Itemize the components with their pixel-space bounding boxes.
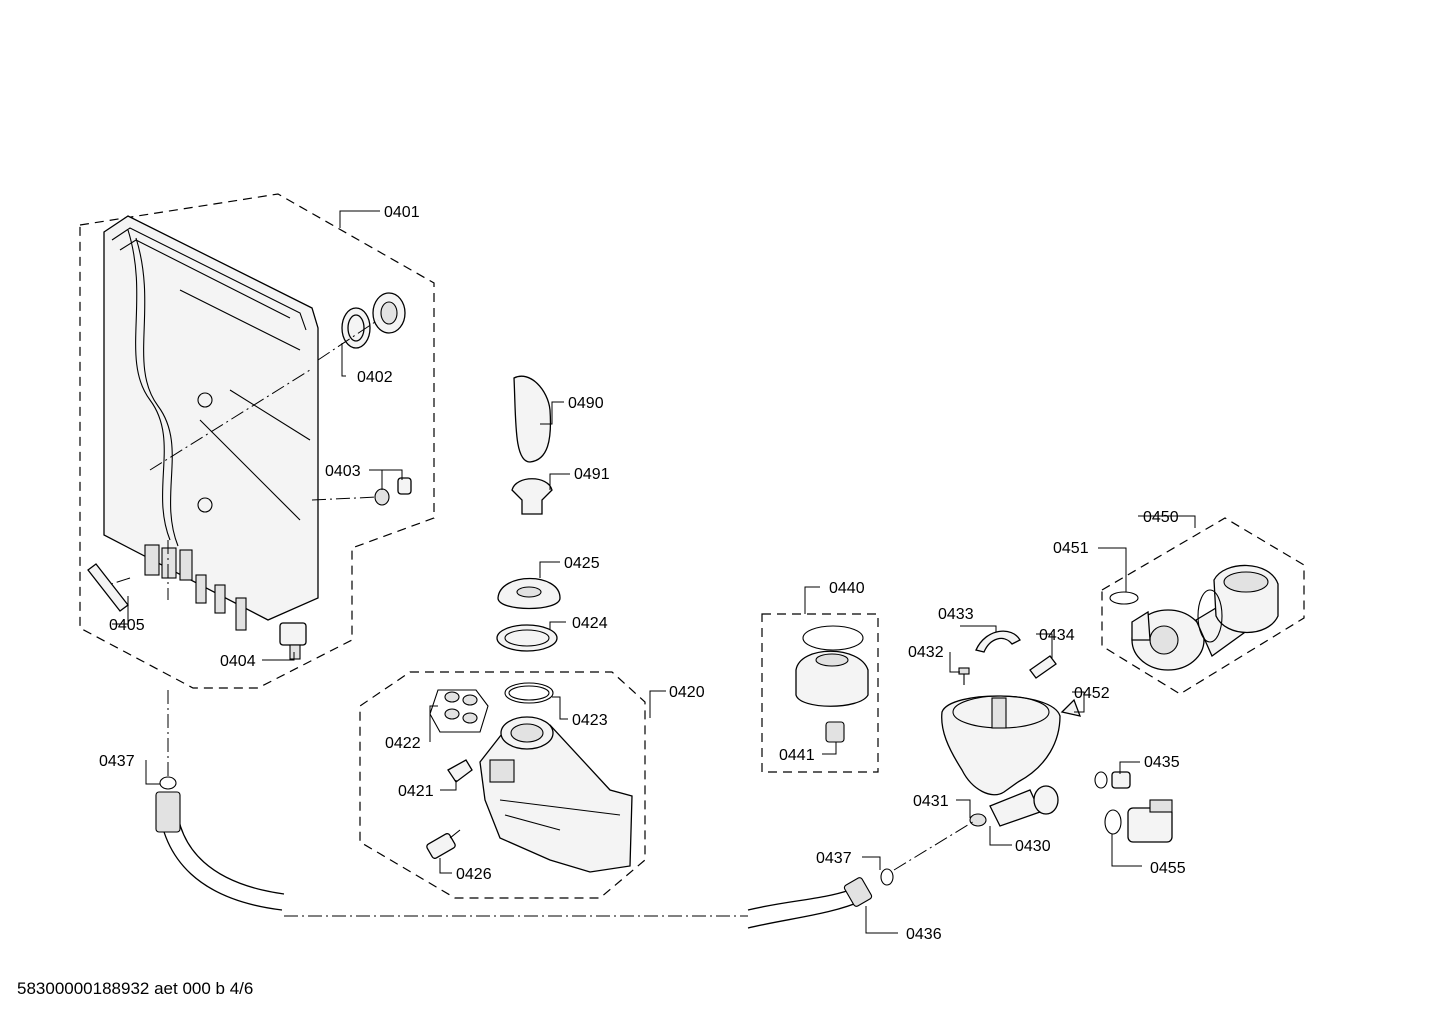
label-0491: 0491 [574, 466, 610, 483]
label-0403: 0403 [325, 463, 361, 480]
document-code: 58300000188932 aet 000 b 4/6 [17, 979, 254, 998]
label-0424: 0424 [572, 615, 608, 632]
cover-0425 [497, 578, 561, 610]
label-0450: 0450 [1143, 509, 1179, 526]
clamp-0451 [1109, 591, 1139, 605]
part-labels: 0401 0402 0403 0404 0405 0490 0491 0425 … [99, 204, 1186, 943]
pump-pot-0430 [941, 695, 1061, 827]
group-0420-outline [359, 671, 646, 899]
label-0430: 0430 [1015, 838, 1051, 855]
label-0437-right: 0437 [816, 850, 852, 867]
bracket-0433 [975, 630, 1021, 653]
label-0422: 0422 [385, 735, 421, 752]
label-0435: 0435 [1144, 754, 1180, 771]
sump-body-part [479, 716, 633, 873]
o-ring-0423 [504, 682, 554, 704]
seal-rings-0402 [341, 292, 406, 349]
label-0404: 0404 [220, 653, 256, 670]
label-0401: 0401 [384, 204, 420, 221]
cage-0440-part [795, 625, 869, 743]
circulation-pump-part [1131, 564, 1279, 671]
ring-0424 [496, 624, 558, 652]
label-0432: 0432 [908, 644, 944, 661]
sensor-0435 [1094, 771, 1131, 789]
seals-0422 [429, 689, 489, 733]
centre-lines [107, 319, 977, 871]
label-0434: 0434 [1039, 627, 1075, 644]
clip-0434 [1029, 655, 1057, 679]
label-0423: 0423 [572, 712, 608, 729]
funnel-0490 [513, 375, 552, 463]
label-0405: 0405 [109, 617, 145, 634]
label-0451: 0451 [1053, 540, 1089, 557]
valve-0404 [279, 622, 307, 660]
clip-0452 [1060, 698, 1082, 717]
label-0440: 0440 [829, 580, 865, 597]
clip-0421 [447, 759, 473, 783]
group-0450-outline [1101, 517, 1305, 695]
label-0426: 0426 [456, 866, 492, 883]
label-0402: 0402 [357, 369, 393, 386]
cap-0491 [511, 478, 553, 515]
label-0420: 0420 [669, 684, 705, 701]
label-0452: 0452 [1074, 685, 1110, 702]
label-0455: 0455 [1150, 860, 1186, 877]
drain-hose [155, 776, 894, 929]
group-0401-outline [79, 193, 435, 689]
motor-0455 [1104, 799, 1173, 843]
label-0441: 0441 [779, 747, 815, 764]
label-0425: 0425 [564, 555, 600, 572]
clip-0405 [87, 563, 129, 612]
label-0437-left: 0437 [99, 753, 135, 770]
label-0421: 0421 [398, 783, 434, 800]
sensor-0426 [426, 829, 461, 859]
screw-0432 [958, 667, 970, 685]
fittings-0403 [374, 477, 412, 506]
label-0436: 0436 [906, 926, 942, 943]
leader-lines [112, 210, 1196, 934]
group-0440-outline [761, 613, 879, 773]
label-0431: 0431 [913, 793, 949, 810]
side-panel-part [103, 215, 319, 631]
label-0433: 0433 [938, 606, 974, 623]
label-0490: 0490 [568, 395, 604, 412]
